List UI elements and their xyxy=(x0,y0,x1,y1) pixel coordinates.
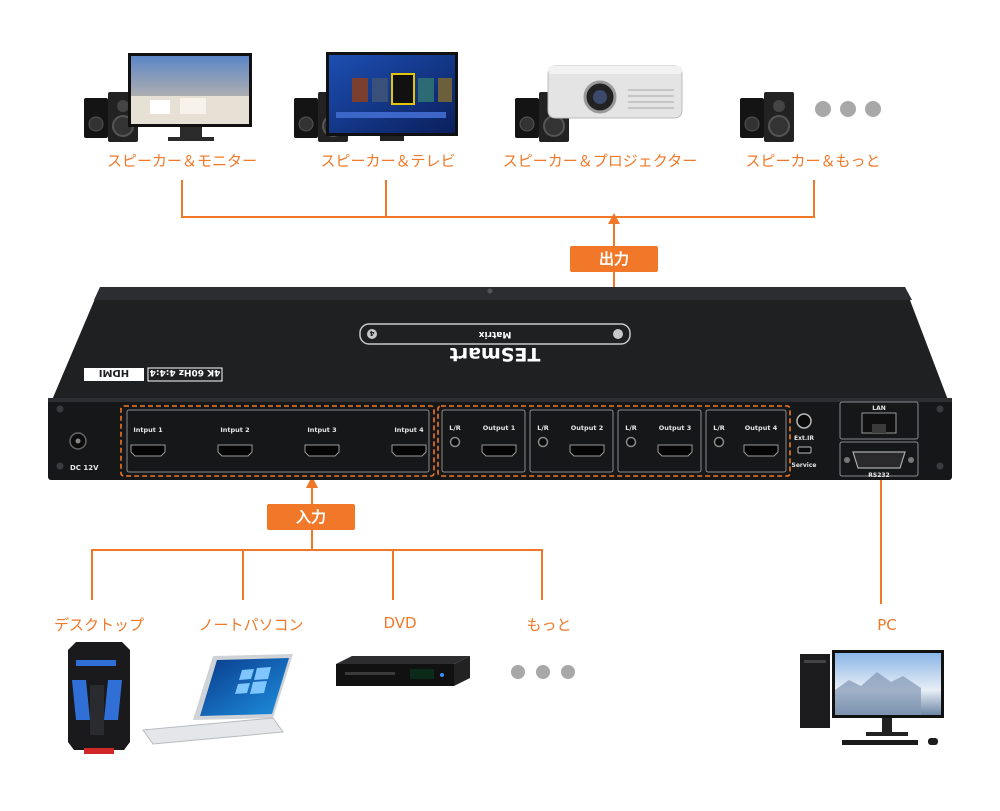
output-device-4-label: スピーカー＆もっと xyxy=(745,152,881,170)
audio-1-label: L/R xyxy=(449,424,461,432)
output-3-label: Output 3 xyxy=(659,424,691,432)
desktop-tower-icon xyxy=(68,642,130,754)
input-device-4-label: もっと xyxy=(526,616,572,634)
monitor-icon xyxy=(128,53,252,141)
input-1-label: Intput 1 xyxy=(133,426,163,434)
input-device-1-label: デスクトップ xyxy=(53,616,145,634)
ir-label: Ext.IR xyxy=(794,435,814,442)
output-1-label: Output 1 xyxy=(483,424,516,432)
dvd-player-icon xyxy=(336,656,470,686)
output-device-2-label: スピーカー＆テレビ xyxy=(320,152,456,170)
pc-icon xyxy=(800,650,944,745)
output-4-label: Output 4 xyxy=(745,424,778,432)
lan-label: LAN xyxy=(872,405,886,412)
input-3-label: Intput 3 xyxy=(307,426,336,434)
device-labels: TESmart Matrix 4 HDMI 4K 60Hz 4:4:4 DC 1… xyxy=(70,329,890,479)
spec-badge: 4K 60Hz 4:4:4 xyxy=(150,367,221,377)
hdmi-matrix-device xyxy=(48,287,952,480)
tv-icon xyxy=(326,52,458,141)
inputs-tag: 入力 xyxy=(267,504,355,530)
device-model: Matrix xyxy=(478,329,511,339)
more-dots-icon xyxy=(815,101,881,117)
outputs-tag: 出力 xyxy=(570,246,658,272)
device-brand: TESmart xyxy=(450,343,541,365)
laptop-icon xyxy=(142,654,293,745)
input-device-3-label: DVD xyxy=(383,614,417,632)
input-device-2-label: ノートパソコン xyxy=(198,616,304,634)
input-2-label: Intput 2 xyxy=(220,426,249,434)
rs232-label: RS232 xyxy=(868,472,889,479)
device-model-number: 4 xyxy=(369,329,374,337)
pc-label: PC xyxy=(877,616,897,634)
audio-2-label: L/R xyxy=(537,424,549,432)
output-device-1-label: スピーカー＆モニター xyxy=(106,152,258,170)
hdmi-badge: HDMI xyxy=(99,367,129,378)
speaker-icon xyxy=(740,92,794,142)
more-dots-icon xyxy=(511,665,575,679)
output-device-3-label: スピーカー＆プロジェクター xyxy=(502,152,698,170)
input-4-label: Intput 4 xyxy=(394,426,424,434)
projector-icon xyxy=(547,65,683,119)
output-2-label: Output 2 xyxy=(571,424,603,432)
input-connection-lines xyxy=(91,470,882,604)
power-label: DC 12V xyxy=(70,464,99,472)
audio-4-label: L/R xyxy=(713,424,725,432)
audio-3-label: L/R xyxy=(625,424,637,432)
service-label: Service xyxy=(792,462,817,469)
